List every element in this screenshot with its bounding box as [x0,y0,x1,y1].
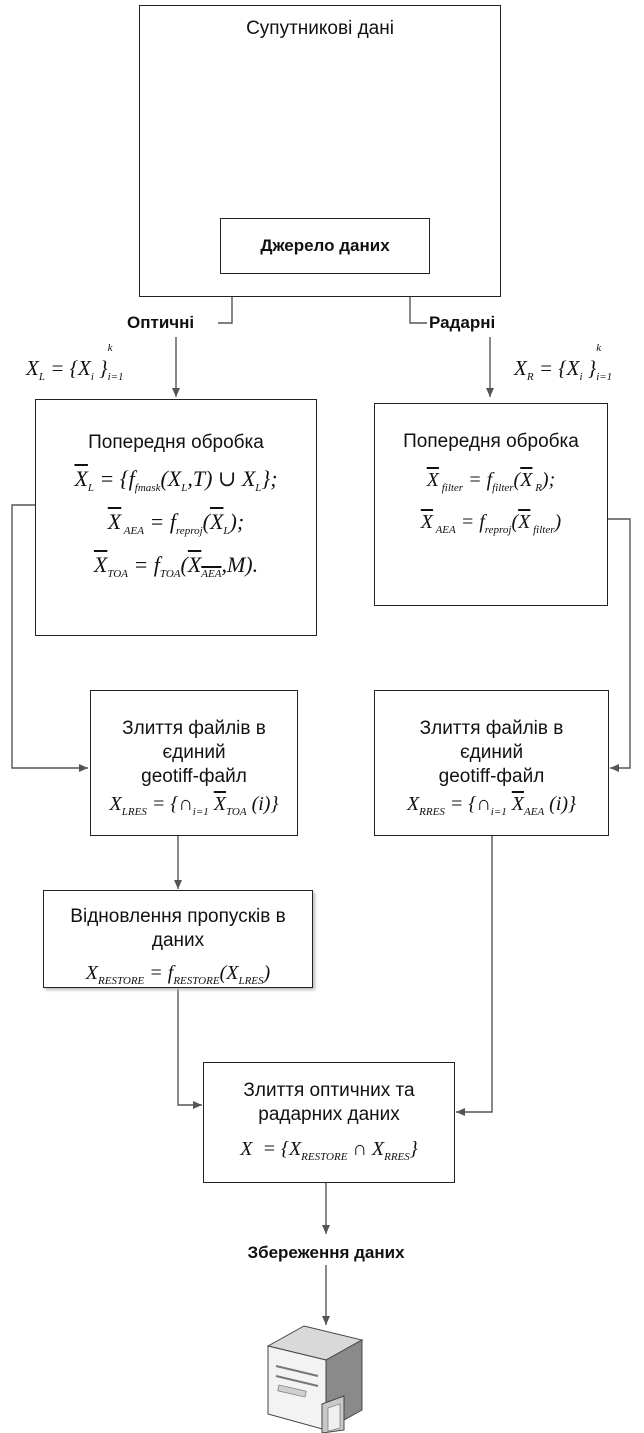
optical-preprocessing-title: Попередня обробка [88,432,264,453]
radar-merge-line3: geotiff-файл [438,766,545,787]
optical-fmask-formula: XL = {ffmask(XL,T) ∪ XL}; [74,466,278,494]
satellite-data-title: Супутникові дані [246,18,394,39]
data-source-label: Джерело даних [260,236,390,255]
restore-to-fusion-line [177,987,202,1109]
optical-branch-label: Оптичні [127,313,195,332]
fusion-formula: X = {XRESTORE ∩ XRRES} [240,1138,418,1163]
radar-merge-line1: Злиття файлів в [419,718,564,739]
optical-branch-line [218,297,233,324]
fusion-line1: Злиття оптичних та [243,1080,415,1101]
radar-branch-line [409,297,427,324]
optical-merge-line1: Злиття файлів в [122,718,266,739]
fusion-box: Злиття оптичних та радарних даних X = {X… [203,1062,455,1183]
radar-merge-to-fusion-line [456,836,493,1116]
optical-merge-formula: XLRES = {∩i=1 XTOA (i)} [109,793,279,818]
restore-line1: Відновлення пропусків в [70,906,286,927]
radar-pre-to-merge-line [608,518,631,772]
optical-preprocessing-box: Попередня обробка XL = {ffmask(XL,T) ∪ X… [35,399,317,636]
data-source-box: Джерело даних [220,218,430,274]
optical-toa-formula: XTOA = fTOA(XAEA,M). [93,552,259,580]
optical-reproj-formula: X AEA = freproj(XL); [107,509,245,537]
radar-merge-line2: єдиний [459,742,524,763]
radar-preprocessing-title: Попередня обробка [403,431,579,452]
radar-preprocessing-box: Попередня обробка X filter = ffilter(X R… [374,403,608,606]
restore-formula: XRESTORE = fRESTORE(XLRES) [85,962,271,987]
fusion-line2: радарних даних [258,1104,400,1125]
radar-merge-box: Злиття файлів в єдиний geotiff-файл XRRE… [374,690,609,836]
optical-merge-line3: geotiff-файл [141,766,247,787]
radar-filter-formula: X filter = ffilter(X R); [426,469,556,494]
radar-merge-formula: XRRES = {∩i=1 XAEA (i)} [406,793,577,818]
optical-pre-to-merge-line [11,504,88,772]
restore-box: Відновлення пропусків в даних XRESTORE =… [43,890,313,988]
server-icon [266,1325,364,1433]
storage-label: Збереження даних [247,1243,405,1262]
radar-reproj-formula: X AEA = freproj(X filter) [420,511,562,536]
optical-merge-box: Злиття файлів в єдиний geotiff-файл XLRE… [90,690,298,836]
restore-line2: даних [151,930,205,951]
optical-merge-line2: єдиний [162,742,226,763]
radar-branch-label: Радарні [429,313,496,332]
